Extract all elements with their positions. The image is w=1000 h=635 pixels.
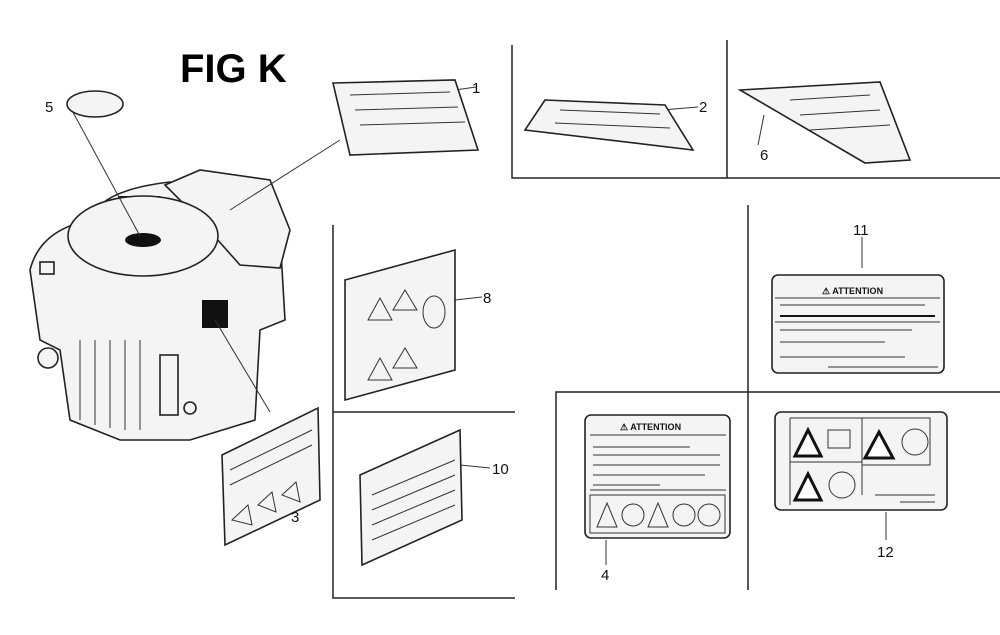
part-1-decal: [331, 79, 480, 156]
callout-12: 12: [877, 544, 894, 561]
part-11-decal: ⚠ ATTENTION: [771, 274, 945, 374]
attention-text-11: ⚠ ATTENTION: [822, 286, 883, 296]
callout-2: 2: [699, 99, 707, 116]
callout-3: 3: [291, 509, 299, 526]
part-5-emblem: [66, 90, 124, 118]
engine-illustration: [29, 169, 291, 441]
callout-5: 5: [45, 99, 53, 116]
part-4-decal: ⚠ ATTENTION: [584, 414, 731, 539]
part-10-decal: [359, 428, 463, 567]
callout-6: 6: [760, 147, 768, 164]
figure-title: FIG K: [180, 47, 287, 91]
callout-10: 10: [492, 461, 509, 478]
callout-1: 1: [472, 80, 480, 97]
callout-4: 4: [601, 567, 609, 584]
engine-label-patch-3: [202, 300, 228, 328]
part-3-decal: [221, 406, 321, 547]
callout-8: 8: [483, 290, 491, 307]
section-dividers: [332, 40, 1000, 599]
callout-11: 11: [853, 222, 869, 239]
attention-text-4: ⚠ ATTENTION: [620, 422, 681, 432]
part-6-decal: [737, 81, 912, 164]
part-8-decal: [344, 248, 456, 402]
part-12-decal: [774, 411, 948, 511]
